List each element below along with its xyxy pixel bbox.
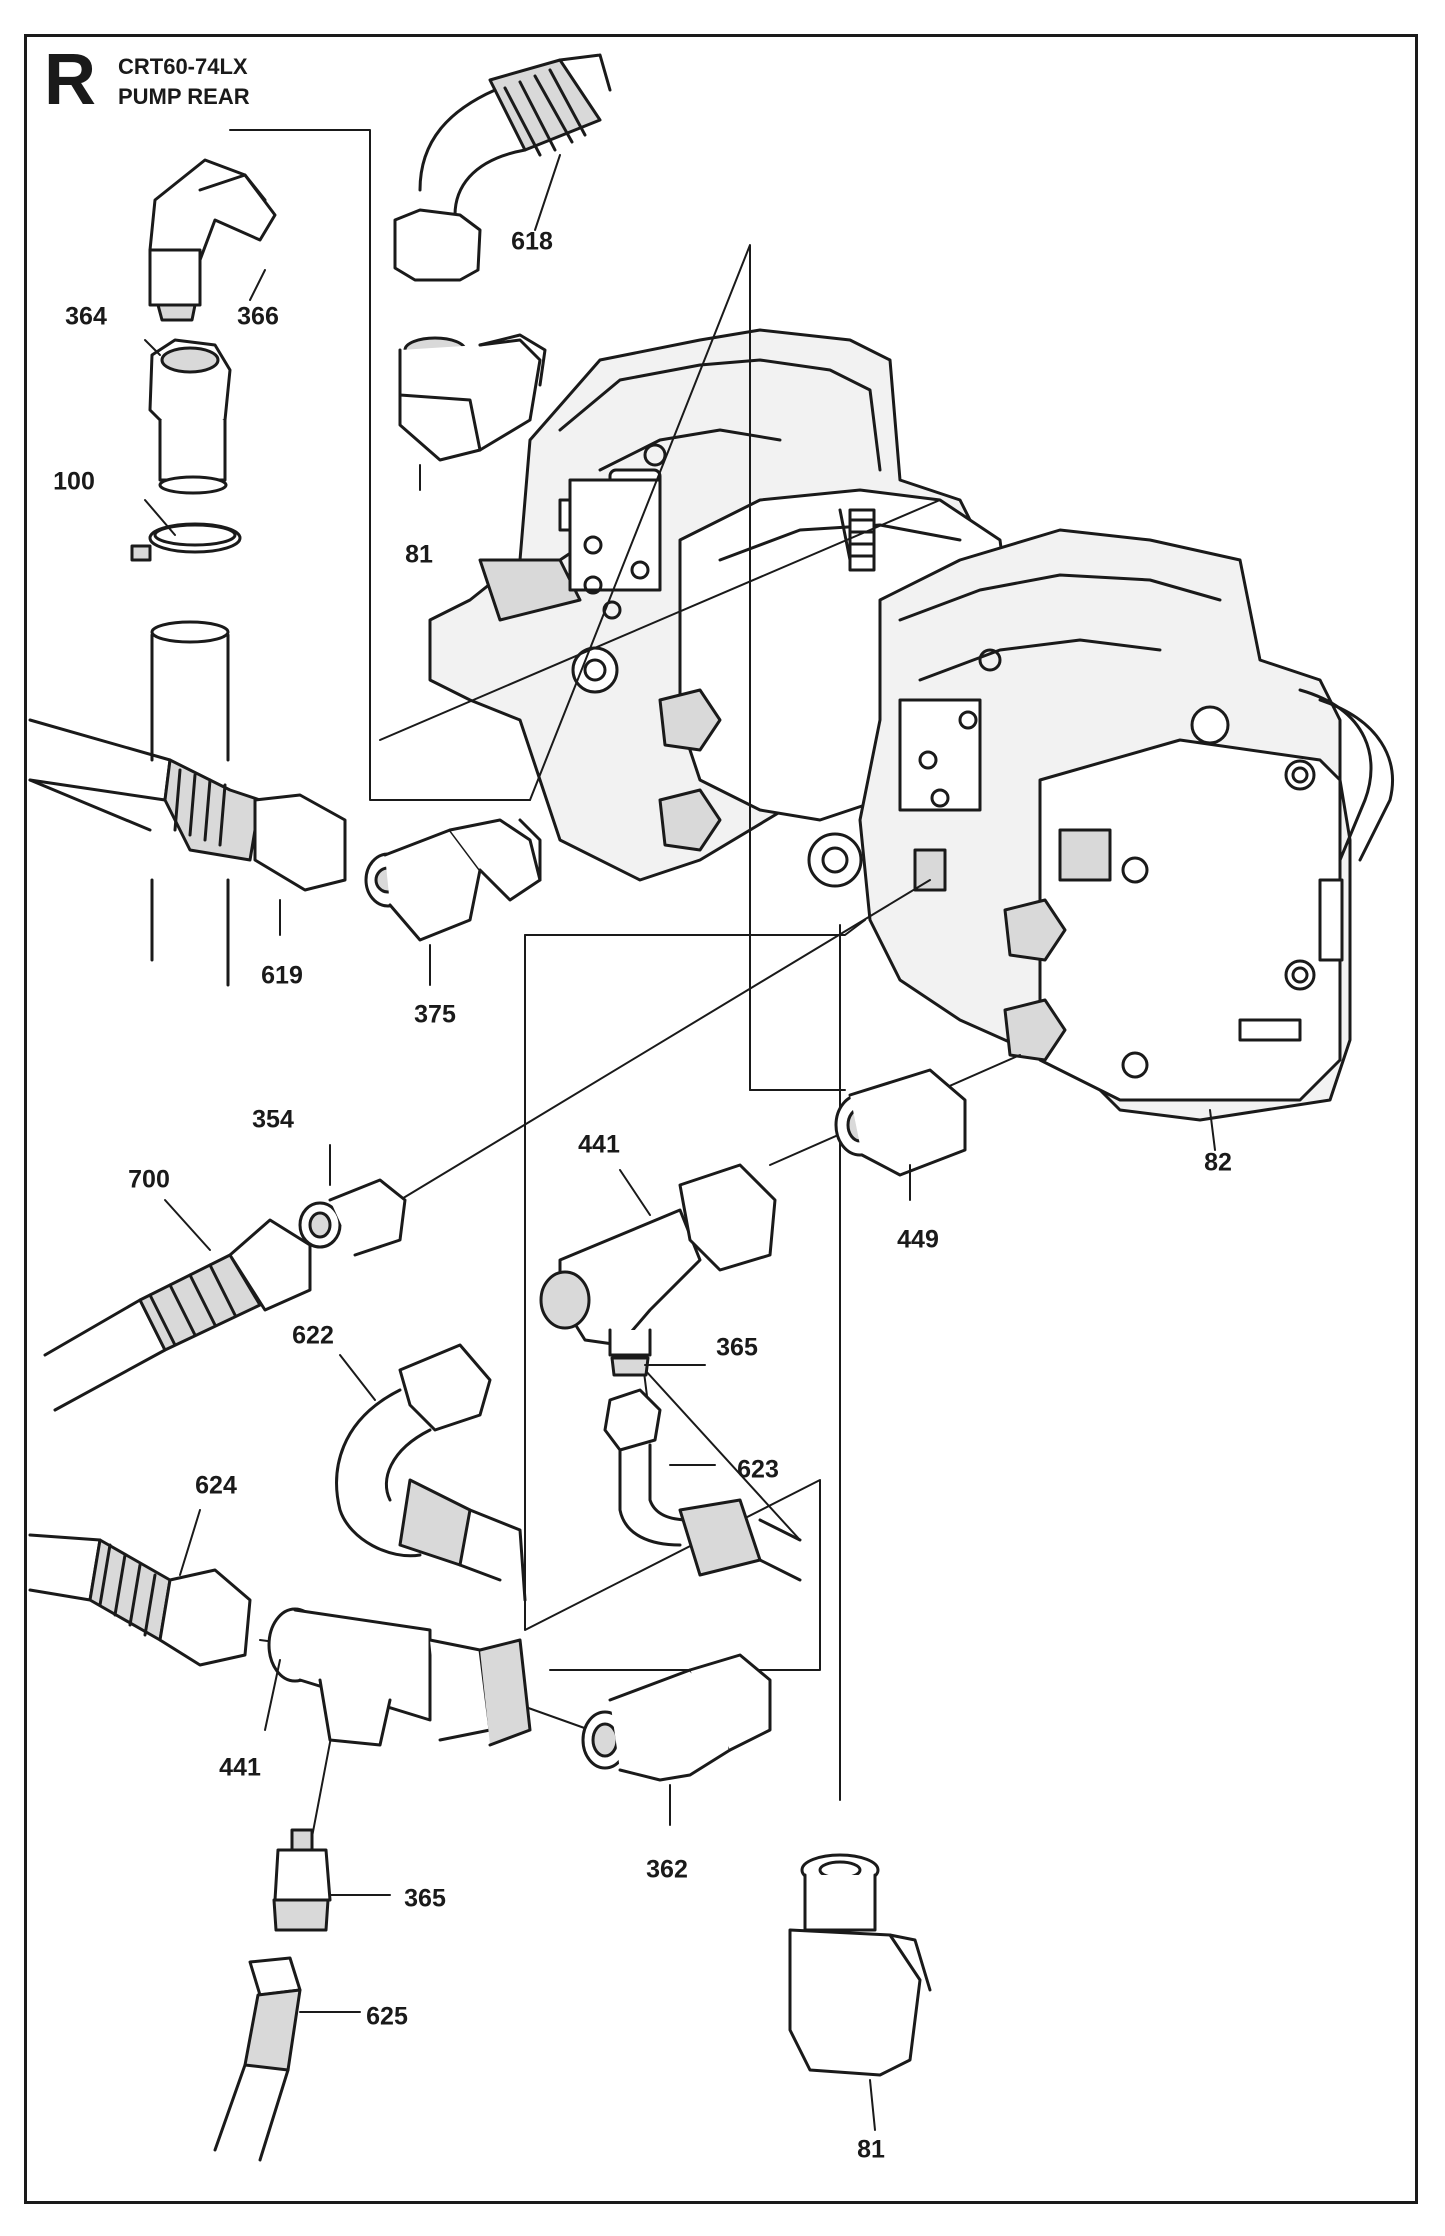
callout-365-bottom: 365 (404, 1884, 446, 1913)
elbow-fitting-362 (581, 1653, 772, 1782)
callout-441-top: 441 (578, 1130, 620, 1159)
callout-81-bottom: 81 (857, 2135, 885, 2164)
callout-82: 82 (1204, 1148, 1232, 1177)
callout-619: 619 (261, 961, 303, 990)
callout-625: 625 (366, 2002, 408, 2031)
callout-622: 622 (292, 1321, 334, 1350)
diagram-border (24, 34, 1418, 2204)
callout-700: 700 (128, 1165, 170, 1194)
view-title: PUMP REAR (118, 84, 250, 109)
elbow-fitting-81-bottom (788, 1853, 932, 2077)
elbow-fitting-375 (364, 818, 542, 942)
hose-618 (393, 53, 612, 282)
hose-700 (43, 1218, 312, 1412)
hose-625 (213, 1956, 302, 2162)
tee-fitting-441-bottom (267, 1607, 532, 1747)
callout-623: 623 (737, 1455, 779, 1484)
tee-fitting-441-top (539, 1163, 777, 1377)
hose-clamp-100 (130, 522, 242, 562)
elbow-fitting-366 (148, 158, 277, 322)
pipe-section (150, 620, 230, 987)
callout-618: 618 (511, 227, 553, 256)
hose-624 (28, 1533, 252, 1667)
callout-354: 354 (252, 1105, 294, 1134)
callout-366: 366 (237, 302, 279, 331)
nipple-fitting-354 (298, 1178, 407, 1257)
adapter-449 (834, 1068, 967, 1177)
hose-623 (603, 1388, 802, 1582)
elbow-fitting-81-top (398, 333, 547, 462)
hose-622 (335, 1343, 527, 1602)
callout-375: 375 (414, 1000, 456, 1029)
callout-81-top: 81 (405, 540, 433, 569)
callout-364: 364 (65, 302, 107, 331)
fitting-365-bottom (272, 1828, 332, 1932)
section-letter: R (44, 40, 96, 120)
callout-624: 624 (195, 1471, 237, 1500)
callout-365-top: 365 (716, 1333, 758, 1362)
sleeve-364 (148, 338, 232, 495)
callout-362: 362 (646, 1855, 688, 1884)
callout-100: 100 (53, 467, 95, 496)
model-title: CRT60-74LX (118, 54, 248, 79)
hose-619 (28, 718, 347, 892)
pump-assembly (428, 328, 1394, 1122)
callout-449: 449 (897, 1225, 939, 1254)
callout-441-bottom: 441 (219, 1753, 261, 1782)
